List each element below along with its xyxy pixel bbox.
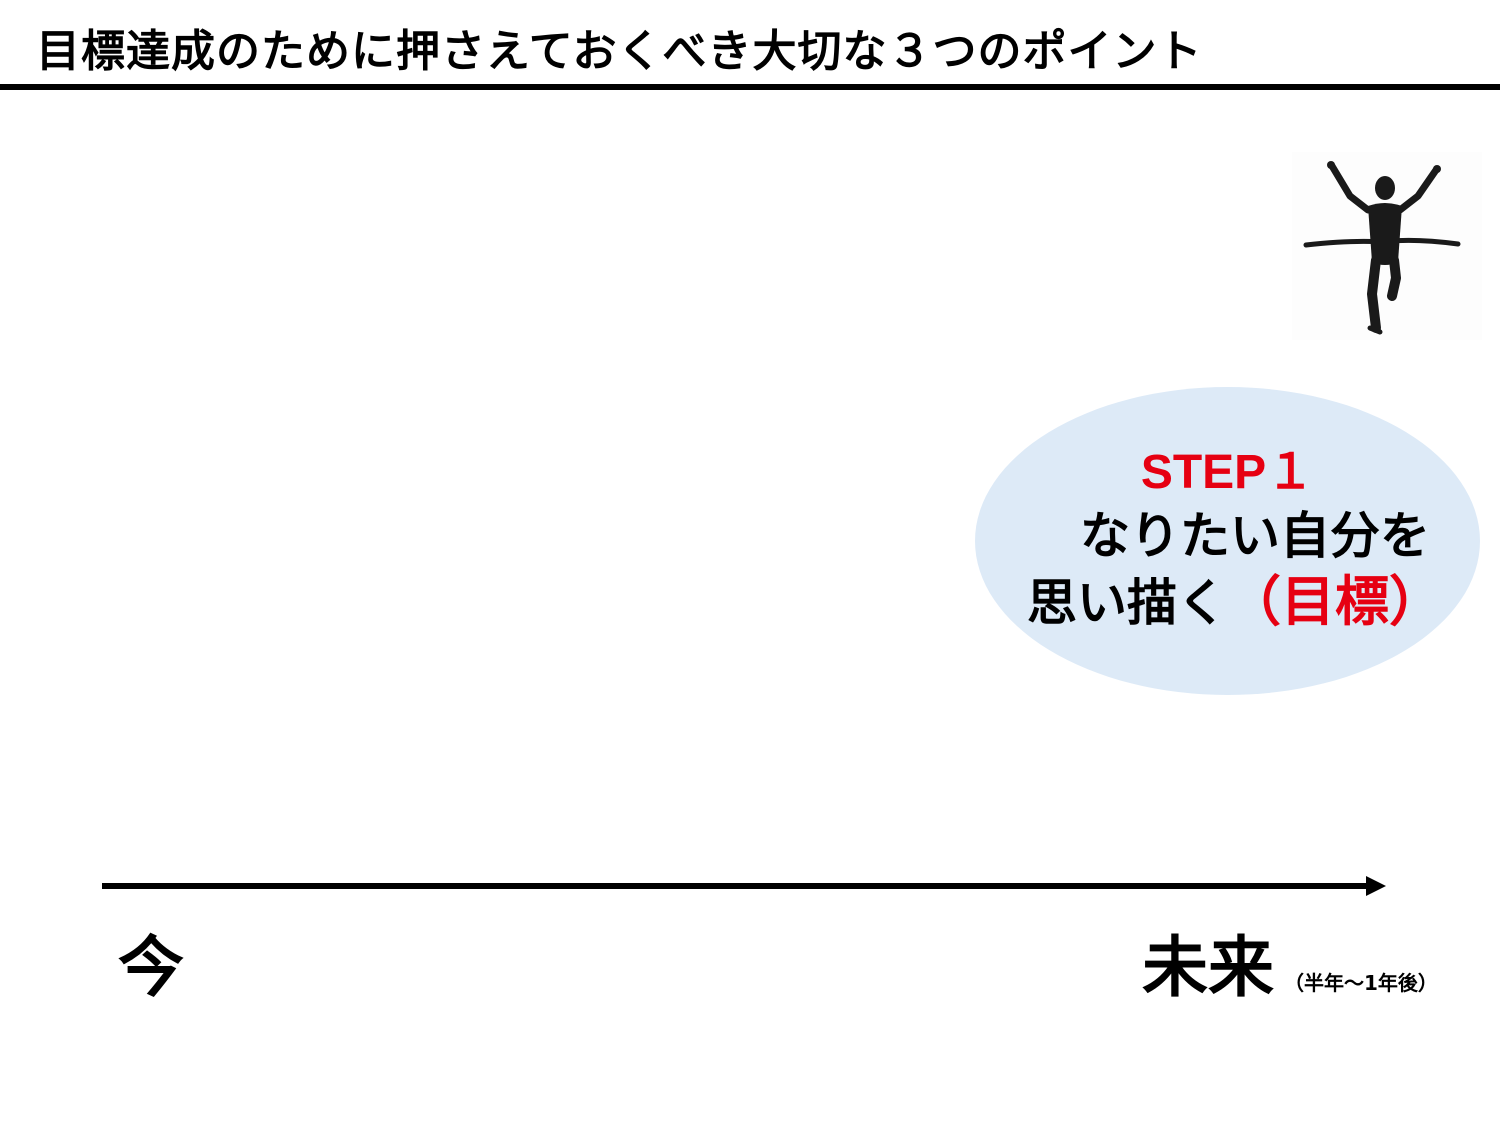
timeline-end-note: （半年～1年後） [1284,971,1438,995]
step-label: STEP１ [1140,446,1315,499]
goal-text-line2-prefix: 思い描く [1027,574,1227,632]
timeline-start-label: 今 [118,929,184,1006]
goal-text-accent: （目標） [1227,570,1443,633]
goal-ellipse [975,387,1480,695]
goal-text-line1: なりたい自分を [1080,507,1430,565]
arrowhead-icon [1366,876,1386,896]
page-title: 目標達成のために押さえておくべき大切な３つのポイント [36,26,1203,77]
title-underline [0,84,1500,90]
timeline-arrow [102,876,1386,896]
runner-finish-line-icon [1292,152,1482,340]
goal-text-line2: 思い描く（目標） [1027,571,1467,634]
runner-silhouette [1303,161,1461,335]
timeline-end-label: 未来 [1142,929,1274,1006]
goal-callout: STEP１ なりたい自分を 思い描く（目標） [975,387,1480,695]
